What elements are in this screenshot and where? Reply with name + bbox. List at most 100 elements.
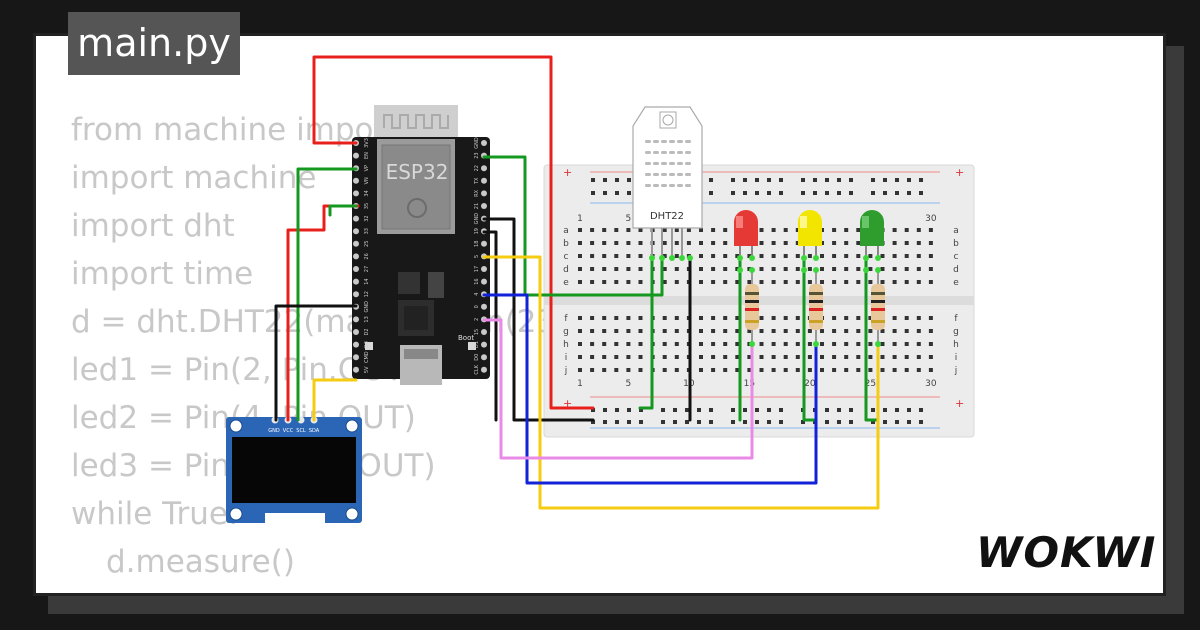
esp32-pin[interactable] [481, 303, 487, 310]
breadboard-hole [759, 329, 764, 333]
code-line: import dht [71, 208, 235, 244]
breadboard-hole [614, 228, 619, 232]
esp32-pin[interactable] [481, 366, 487, 373]
wire-green[interactable] [864, 256, 880, 422]
esp32-pin[interactable] [481, 266, 487, 272]
esp32-pin[interactable] [481, 177, 487, 184]
breadboard-hole [856, 228, 861, 232]
esp32-pin[interactable] [353, 266, 359, 272]
breadboard-hole [638, 355, 643, 359]
breadboard-hole [928, 329, 933, 333]
esp32-pin[interactable] [481, 165, 487, 172]
esp32-pin[interactable] [353, 329, 359, 335]
wire-green[interactable] [328, 204, 358, 217]
esp32-pin[interactable] [481, 190, 487, 197]
esp32-pin[interactable] [481, 203, 487, 209]
rail-hole [883, 178, 887, 182]
breadboard-hole [783, 316, 788, 320]
breadboard-hole [832, 228, 837, 232]
esp32-pin[interactable] [481, 329, 487, 335]
breadboard-hole [928, 368, 933, 372]
resistor[interactable] [809, 270, 823, 344]
breadboard-hole [832, 368, 837, 372]
wire-red[interactable] [312, 55, 595, 410]
rail-hole [801, 178, 805, 182]
esp32-pin[interactable] [481, 354, 487, 361]
esp32-pin[interactable] [353, 228, 359, 235]
esp32-pin[interactable] [353, 152, 359, 159]
esp32-board[interactable]: ESP32 Boot 3V3ENVPVN343532332526271412GN… [352, 105, 490, 385]
oled-pin-label: SDA [309, 428, 320, 434]
rail-hole [661, 420, 665, 424]
rail-hole [779, 191, 783, 195]
breadboard-hole [916, 241, 921, 245]
breadboard-hole [832, 241, 837, 245]
column-number: 20 [804, 379, 816, 389]
esp32-pin-label: 21 [474, 203, 480, 209]
breadboard-hole [590, 316, 595, 320]
esp32-pin[interactable] [353, 291, 359, 298]
resistor[interactable] [871, 270, 885, 344]
esp32-pin-label: 13 [364, 316, 370, 322]
column-number: 15 [744, 379, 755, 389]
rail-hole [591, 408, 595, 412]
breadboard-hole [735, 368, 740, 372]
oled-display[interactable]: GND VCC SCL SDA [226, 416, 362, 524]
wire-black[interactable] [274, 304, 358, 422]
breadboard-hole [892, 329, 897, 333]
rail-hole [919, 178, 923, 182]
wire-pink[interactable] [482, 318, 754, 460]
esp32-pin-label: EN [364, 152, 370, 159]
row-letter: b [953, 239, 959, 249]
wire-green[interactable] [802, 256, 818, 422]
breadboard-hole [662, 228, 667, 232]
esp32-pin[interactable] [353, 253, 359, 260]
wire-yellow[interactable] [482, 255, 880, 510]
breadboard-hole [747, 355, 752, 359]
esp32-pin[interactable] [481, 341, 487, 348]
breadboard-hole [868, 316, 873, 320]
wire-blue[interactable] [482, 293, 818, 485]
code-line: import machine [71, 160, 317, 196]
esp32-pin[interactable] [353, 278, 359, 285]
esp32-pin[interactable] [353, 354, 359, 361]
breadboard-hole [723, 267, 728, 271]
esp32-pin[interactable] [353, 366, 359, 373]
rail-hole [627, 178, 631, 182]
breadboard-hole [578, 368, 582, 372]
esp32-pin[interactable] [353, 215, 359, 222]
esp32-pin[interactable] [353, 177, 359, 184]
breadboard-hole [892, 368, 897, 372]
wire-green[interactable] [638, 256, 654, 410]
wokwi-logo[interactable]: WOKWI [976, 528, 1157, 577]
breadboard-hole [602, 267, 607, 271]
row-letter: d [563, 265, 569, 275]
esp32-pin[interactable] [353, 316, 359, 323]
row-letter: j [564, 366, 568, 376]
wire-yellow[interactable] [312, 378, 358, 422]
dht22-sensor[interactable]: DHT22 [632, 106, 703, 258]
breadboard-hole [723, 228, 728, 232]
breadboard-hole [904, 316, 909, 320]
breadboard-hole [626, 241, 631, 245]
esp32-pin[interactable] [481, 140, 487, 146]
file-tab[interactable]: main.py [68, 12, 240, 75]
column-number: 1 [577, 214, 583, 224]
boot-label: Boot [458, 334, 474, 342]
wire-green[interactable] [296, 167, 358, 422]
wire-black[interactable] [482, 230, 498, 422]
esp32-pin[interactable] [481, 278, 487, 285]
breadboard-hole [759, 342, 764, 346]
esp32-pin[interactable] [353, 190, 359, 197]
wire-black[interactable] [482, 217, 595, 422]
esp32-pin[interactable] [353, 240, 359, 247]
esp32-pin[interactable] [481, 240, 487, 247]
esp32-pin[interactable] [353, 341, 359, 348]
breadboard-hole [868, 355, 873, 359]
breadboard-hole [662, 355, 667, 359]
breadboard-hole [638, 228, 643, 232]
breadboard-hole [590, 368, 595, 372]
resistor[interactable] [745, 270, 759, 344]
row-letter: c [564, 252, 569, 262]
breadboard-hole [699, 267, 703, 271]
